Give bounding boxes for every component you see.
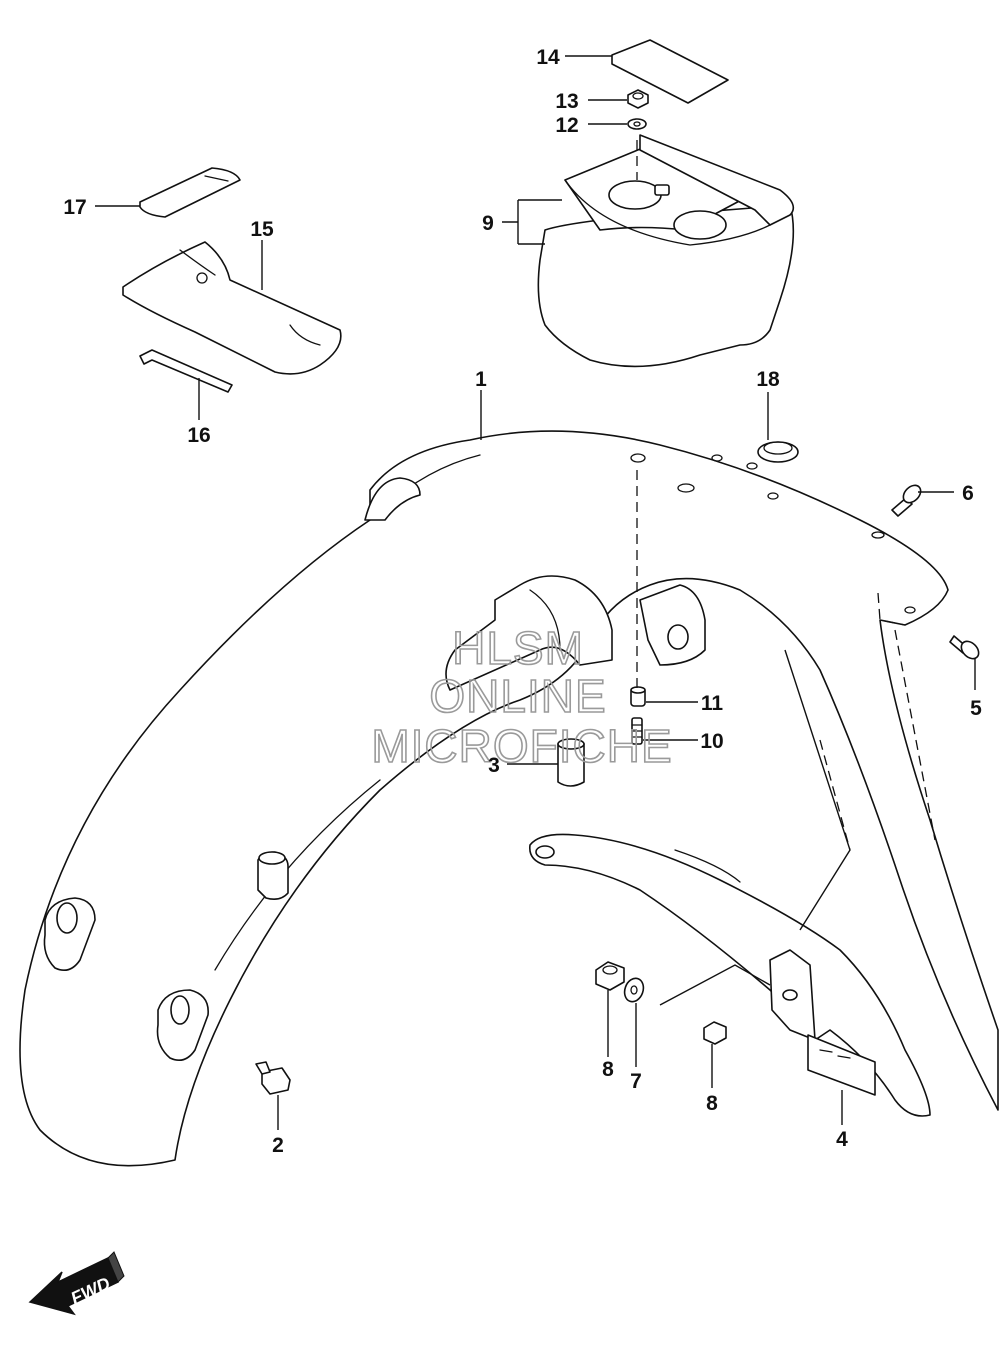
forward-arrow: FWD [28, 1251, 125, 1316]
callout-17: 17 [63, 196, 86, 219]
washer-12 [627, 118, 647, 130]
bolt-10 [631, 717, 643, 745]
callout-10: 10 [700, 730, 723, 753]
strap [139, 167, 241, 218]
callout-2: 2 [272, 1134, 284, 1157]
screw-5 [949, 635, 980, 660]
watermark-line-3: MICROFICHE [371, 720, 672, 772]
watermark: HLSM ONLINE MICROFICHE [371, 621, 673, 773]
washer-7 [623, 977, 645, 1003]
rear-fender [19, 430, 999, 1167]
callout-8-right: 8 [706, 1092, 718, 1115]
leader-lines [95, 55, 976, 1130]
callout-15: 15 [250, 218, 274, 241]
callout-3: 3 [488, 754, 500, 777]
watermark-line-2: ONLINE [429, 670, 606, 722]
grommet [757, 441, 799, 463]
callout-5: 5 [970, 697, 982, 720]
screw-6 [891, 484, 922, 517]
callout-numbers: 14 13 12 9 17 15 16 1 18 6 5 11 10 3 2 4… [63, 46, 982, 1157]
callout-16: 16 [187, 424, 210, 447]
tail-bracket [528, 833, 931, 1117]
callout-9: 9 [482, 212, 494, 235]
tool-bag [122, 241, 342, 375]
callout-4: 4 [836, 1128, 848, 1151]
bolt-11 [630, 686, 646, 707]
callout-6: 6 [962, 482, 974, 505]
callout-8-left: 8 [602, 1058, 614, 1081]
callout-13: 13 [555, 90, 578, 113]
callout-11: 11 [701, 692, 724, 715]
watermark-line-1: HLSM [452, 622, 584, 674]
label-pad [611, 39, 729, 104]
push-rivet [255, 1061, 291, 1095]
callout-18: 18 [756, 368, 780, 391]
nut-8-left [595, 961, 625, 991]
nut-13 [627, 89, 649, 109]
callout-1: 1 [475, 368, 487, 391]
hex-wrench [139, 349, 233, 393]
callout-12: 12 [555, 114, 578, 137]
callout-7: 7 [630, 1070, 642, 1093]
spacer-collar [557, 738, 585, 787]
storage-tray [537, 134, 795, 368]
callout-14: 14 [536, 46, 560, 69]
nut-8-right [703, 1021, 727, 1045]
alignment-lines [636, 140, 936, 851]
